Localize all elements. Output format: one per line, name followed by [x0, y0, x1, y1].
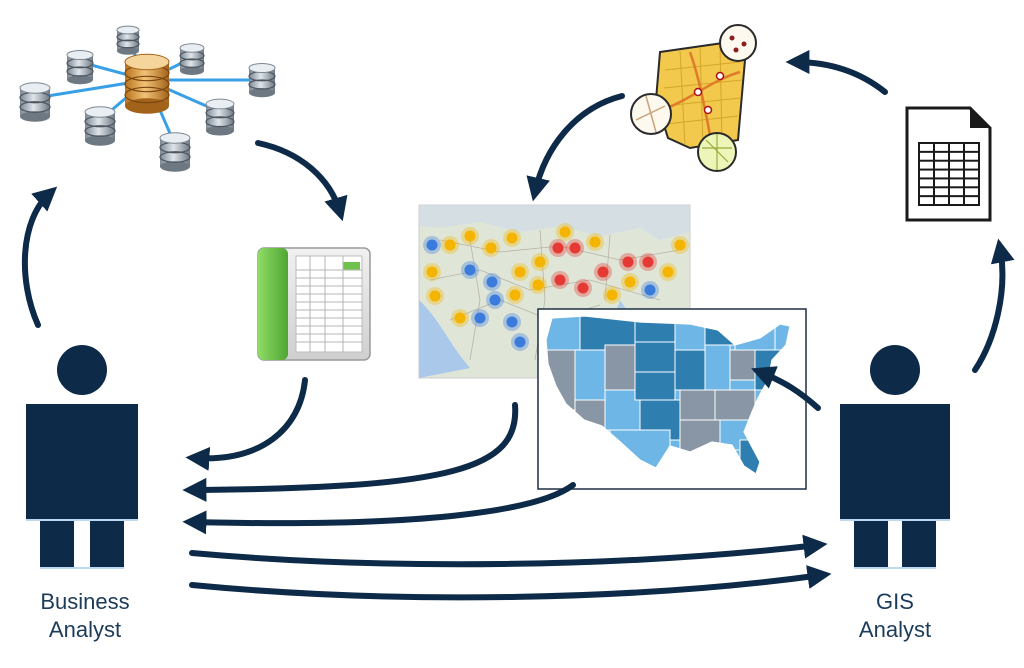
map-cluster-marker	[423, 236, 441, 254]
map-cluster-marker	[461, 227, 479, 245]
database-cylinder-icon	[248, 62, 276, 98]
map-cluster-marker	[451, 309, 469, 327]
map-cluster-marker	[549, 239, 567, 257]
arrow-business-to-gis-2	[189, 565, 832, 601]
map-cluster-marker	[471, 309, 489, 327]
map-cluster-marker	[461, 261, 479, 279]
map-cluster-marker	[531, 253, 549, 271]
business-analyst-label-line1: Business	[40, 589, 130, 614]
business-analyst-person-icon	[26, 345, 138, 569]
arrow-spreadsheet-to-business	[185, 377, 308, 471]
database-cylinder-icon	[66, 49, 94, 85]
database-cylinder-icon	[116, 25, 140, 55]
map-cluster-marker	[621, 273, 639, 291]
map-cluster-marker	[503, 229, 521, 247]
arrow-streetmap-to-clustermap	[526, 93, 625, 202]
database-cylinder-icon	[179, 43, 205, 76]
map-cluster-marker	[586, 233, 604, 251]
map-cluster-marker	[506, 286, 524, 304]
map-cluster-marker	[641, 281, 659, 299]
map-cluster-marker	[594, 263, 612, 281]
map-cluster-marker	[619, 253, 637, 271]
map-cluster-marker	[511, 333, 529, 351]
map-cluster-marker	[659, 263, 677, 281]
map-cluster-marker	[503, 313, 521, 331]
arrow-gis-to-choropleth	[751, 366, 821, 411]
map-cluster-marker	[482, 239, 500, 257]
database-cylinder-icon	[124, 53, 170, 114]
map-cluster-marker	[551, 271, 569, 289]
map-cluster-marker	[556, 223, 574, 241]
map-cluster-marker	[441, 236, 459, 254]
street-map-icon	[630, 24, 757, 172]
map-cluster-marker	[603, 286, 621, 304]
table-document-icon	[905, 106, 992, 222]
map-cluster-marker	[423, 263, 441, 281]
database-cylinder-icon	[205, 98, 235, 136]
arrow-database-to-spreadsheet	[255, 140, 348, 222]
map-cluster-marker	[483, 273, 501, 291]
map-cluster-marker	[639, 253, 657, 271]
map-cluster-marker	[511, 263, 529, 281]
map-cluster-marker	[486, 291, 504, 309]
gis-analyst-person-icon	[840, 345, 950, 569]
database-network-icon	[19, 25, 276, 172]
map-cluster-marker	[566, 239, 584, 257]
business-analyst-label: Business Analyst	[20, 588, 150, 644]
spreadsheet-icon	[257, 247, 371, 361]
choropleth-map-icon	[537, 308, 807, 490]
map-cluster-marker	[574, 279, 592, 297]
arrow-business-to-gis-1	[189, 534, 828, 568]
map-cluster-marker	[426, 287, 444, 305]
arrow-business-to-database	[21, 186, 58, 328]
gis-analyst-label-line2: Analyst	[858, 617, 932, 642]
map-cluster-marker	[529, 276, 547, 294]
arrow-clustermap-to-business	[182, 402, 519, 502]
map-cluster-marker	[671, 236, 689, 254]
business-analyst-label-line2: Analyst	[48, 617, 122, 642]
database-cylinder-icon	[159, 132, 191, 172]
gis-analyst-label-line1: GIS	[876, 589, 914, 614]
database-cylinder-icon	[19, 82, 51, 122]
arrow-gis-to-tabledoc	[972, 238, 1015, 373]
gis-analyst-label: GIS Analyst	[835, 588, 955, 644]
database-cylinder-icon	[84, 106, 116, 146]
arrow-tabledoc-to-streetmap	[785, 50, 888, 95]
arrow-choropleth-to-business	[182, 482, 576, 535]
